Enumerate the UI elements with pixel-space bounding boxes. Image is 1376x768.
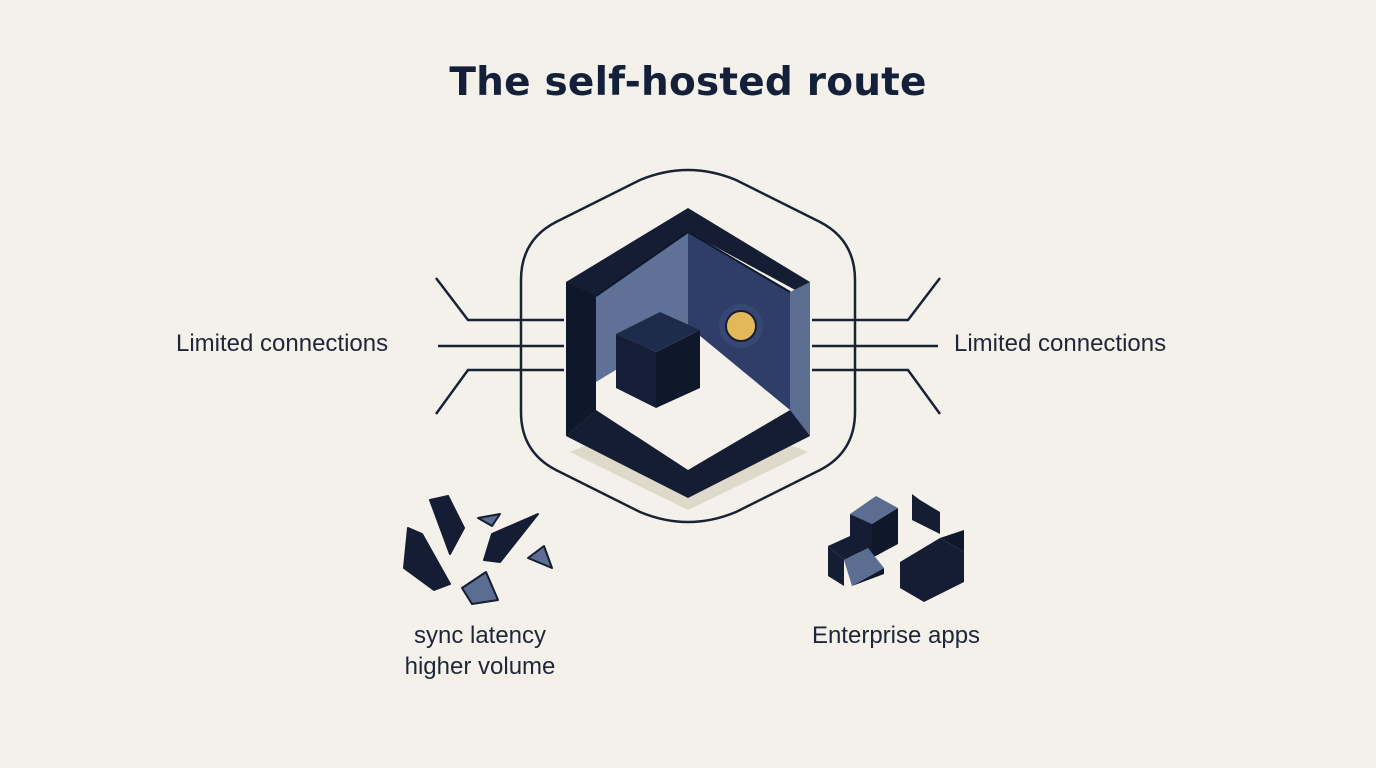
label-sync-latency-line1: sync latency (413, 622, 547, 649)
left-connection-lines (434, 277, 564, 415)
isolated-room-cube-icon (566, 208, 810, 510)
boundary-hexagon (519, 168, 857, 524)
stacked-blocks-icon (828, 494, 964, 602)
label-sync-latency: sync latency higher volume (380, 620, 580, 682)
label-enterprise-apps: Enterprise apps (811, 622, 981, 649)
right-connection-lines (812, 277, 942, 415)
label-right-connections: Limited connections (954, 330, 1167, 357)
label-left-connections: Limited connections (176, 330, 389, 357)
page-title: The self-hosted route (449, 60, 927, 105)
shattered-fragments-icon (403, 495, 553, 605)
label-sync-latency-line2: higher volume (404, 653, 556, 680)
